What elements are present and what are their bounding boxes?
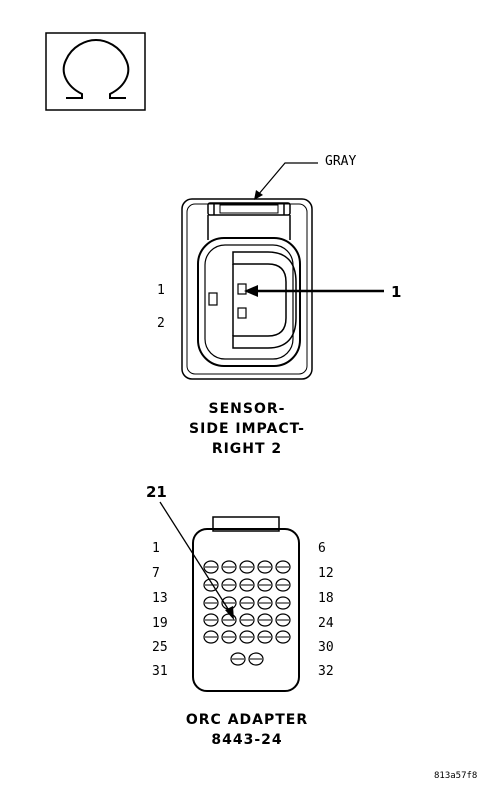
callout-1-arrow <box>244 285 384 297</box>
pin-cavity <box>275 613 291 627</box>
adapter-left-label-6: 31 <box>152 664 168 679</box>
pin-cavity <box>257 578 273 592</box>
pin-cavity <box>239 596 255 610</box>
callout-21-label: 21 <box>146 483 167 501</box>
adapter-left-label-5: 25 <box>152 640 168 655</box>
orc-adapter-drawing <box>192 516 300 692</box>
pin-cavity <box>239 613 255 627</box>
pin-cavity <box>239 560 255 574</box>
gray-leader-line <box>254 162 318 200</box>
pin-cavity <box>275 578 291 592</box>
adapter-left-label-1: 1 <box>152 541 160 556</box>
pin-cavity <box>275 596 291 610</box>
adapter-left-label-2: 7 <box>152 566 160 581</box>
pin-cavity <box>257 630 273 644</box>
pin-cavity <box>257 596 273 610</box>
pin-cavity <box>221 630 237 644</box>
pin-cavity <box>203 596 219 610</box>
pin-cavity <box>203 578 219 592</box>
pin-cavity <box>239 578 255 592</box>
adapter-right-label-3: 18 <box>318 591 334 606</box>
adapter-right-label-2: 12 <box>318 566 334 581</box>
pin-cavity <box>239 630 255 644</box>
adapter-connector-title: ORC ADAPTER 8443-24 <box>137 710 357 750</box>
adapter-left-label-3: 13 <box>152 591 168 606</box>
pin-cavity <box>248 652 264 666</box>
adapter-right-label-5: 30 <box>318 640 334 655</box>
gray-color-label: GRAY <box>325 154 357 169</box>
adapter-pin-grid <box>203 560 291 666</box>
sensor-title-line-3: RIGHT 2 <box>211 441 283 457</box>
pin-cavity <box>230 652 246 666</box>
adapter-title-line-1: ORC ADAPTER <box>185 712 309 728</box>
sensor-pin-label-1: 1 <box>157 283 165 298</box>
adapter-right-label-6: 32 <box>318 664 334 679</box>
pin-cavity <box>203 560 219 574</box>
pin-cavity <box>203 630 219 644</box>
reference-id: 813a57f8 <box>434 771 478 781</box>
sensor-connector-title: SENSOR- SIDE IMPACT- RIGHT 2 <box>147 399 347 459</box>
adapter-right-label-1: 6 <box>318 541 326 556</box>
sensor-title-line-2: SIDE IMPACT- <box>189 421 305 437</box>
pin-cavity <box>221 560 237 574</box>
pin-cavity <box>257 613 273 627</box>
callout-21-arrow <box>159 501 234 620</box>
pin-cavity <box>203 613 219 627</box>
sensor-title-line-1: SENSOR- <box>208 401 286 417</box>
callout-1-label: 1 <box>391 283 402 301</box>
sensor-connector-drawing <box>181 198 313 380</box>
adapter-right-label-4: 24 <box>318 616 334 631</box>
pin-cavity <box>275 630 291 644</box>
pin-cavity <box>221 578 237 592</box>
adapter-title-line-2: 8443-24 <box>211 732 283 748</box>
adapter-left-label-4: 19 <box>152 616 168 631</box>
sensor-pin-label-2: 2 <box>157 316 165 331</box>
pin-cavity <box>275 560 291 574</box>
ohm-icon <box>45 32 146 111</box>
pin-cavity <box>257 560 273 574</box>
